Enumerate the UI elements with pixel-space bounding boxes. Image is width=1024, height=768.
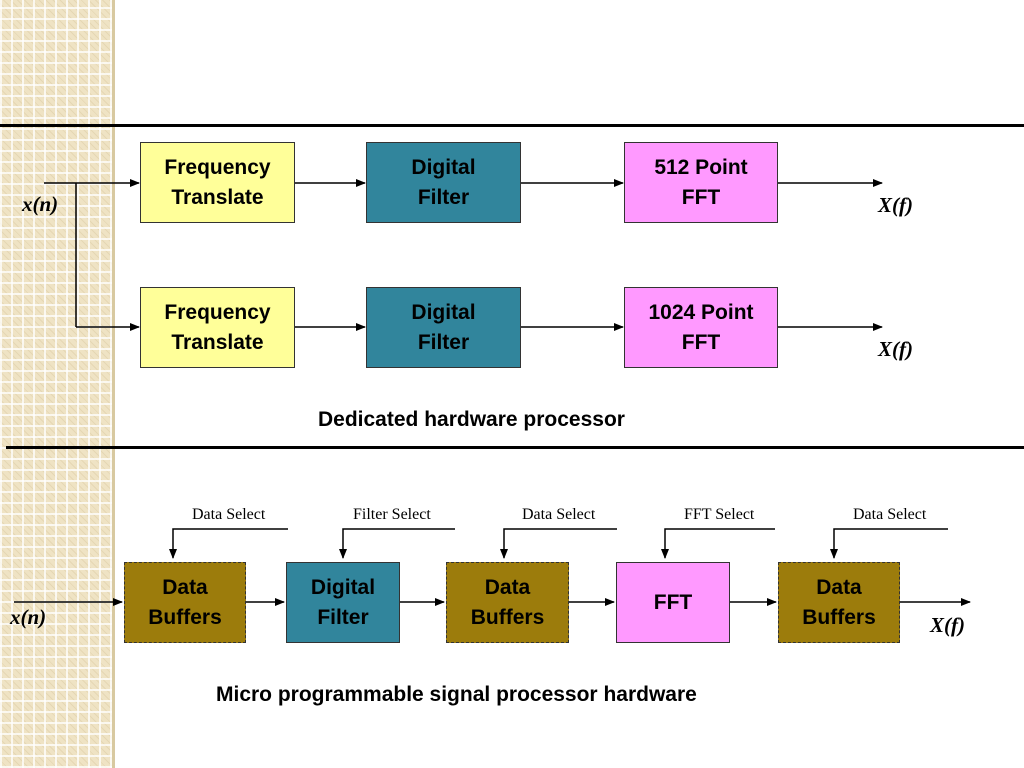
data-buffers-block-1: Data Buffers [124,562,246,643]
select-line-5 [830,528,948,559]
dedicated-caption: Dedicated hardware processor [318,408,625,431]
select-line-1 [169,528,288,559]
frequency-translate-block-2: Frequency Translate [140,287,295,368]
digital-filter-block-micro: Digital Filter [286,562,400,643]
fft-1024-block: 1024 Point FFT [624,287,778,368]
output-label-xf-1: X(f) [878,193,913,217]
select-line-4 [661,528,775,559]
micro-input-label-xn: x(n) [10,605,47,629]
data-buffers-block-3: Data Buffers [778,562,900,643]
input-label-xn: x(n) [22,192,59,216]
filter-select-label: Filter Select [353,506,431,523]
select-line-2 [339,528,455,559]
fft-select-label: FFT Select [684,506,755,523]
frequency-translate-block-1: Frequency Translate [140,142,295,223]
decorative-sidebar [0,0,114,768]
micro-caption: Micro programmable signal processor hard… [216,683,697,706]
data-select-label-3: Data Select [853,506,927,523]
data-select-label-2: Data Select [522,506,596,523]
digital-filter-block-1: Digital Filter [366,142,521,223]
fft-512-block: 512 Point FFT [624,142,778,223]
top-divider [0,124,1024,127]
output-label-xf-2: X(f) [878,337,913,361]
digital-filter-block-2: Digital Filter [366,287,521,368]
data-buffers-block-2: Data Buffers [446,562,569,643]
middle-divider [6,446,1024,449]
data-select-label-1: Data Select [192,506,266,523]
fft-block-micro: FFT [616,562,730,643]
sidebar-edge [112,0,115,768]
micro-output-label-xf: X(f) [930,613,965,637]
select-line-3 [500,528,617,559]
